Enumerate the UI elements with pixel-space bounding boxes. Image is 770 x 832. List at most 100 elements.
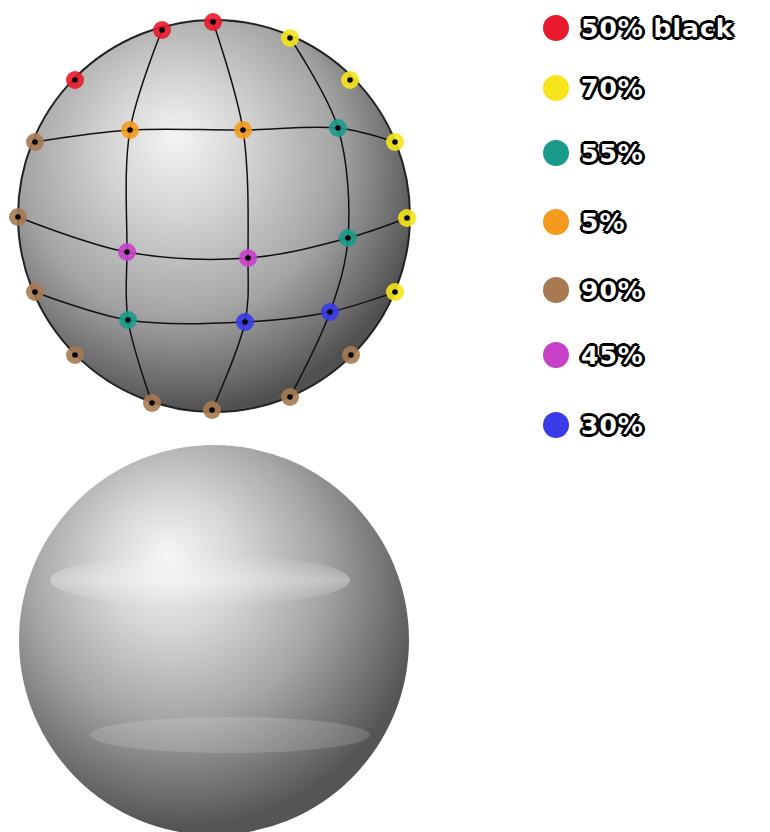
legend-swatch [543,412,569,438]
dot-center [240,127,246,133]
dot-center [124,249,130,255]
legend-label: 5% [581,208,625,237]
value-dot [203,401,221,419]
dot-ring [239,249,257,267]
grid-line [126,30,162,403]
dot-ring [26,133,44,151]
dot-ring [398,209,416,227]
dot-center [404,215,410,221]
legend-item: 30% [543,410,644,440]
dot-center [347,77,353,83]
dot-center [392,139,398,145]
value-dots [9,13,416,419]
value-dot [121,121,139,139]
legend-label: 45% [581,341,644,370]
dot-center [127,127,133,133]
legend-label: 50% black [581,14,733,43]
plain-sphere [19,445,409,832]
dot-ring [321,303,339,321]
dot-center [392,289,398,295]
value-dot [398,209,416,227]
dot-ring [66,346,84,364]
legend-swatch [543,15,569,41]
dot-center [209,407,215,413]
gridded-sphere [18,20,410,412]
legend-item: 50% black [543,13,733,43]
dot-ring [329,119,347,137]
dot-center [210,19,216,25]
dot-center [15,214,21,220]
legend-swatch [543,342,569,368]
legend-swatch [543,277,569,303]
dot-ring [281,29,299,47]
dot-ring [9,208,27,226]
dot-ring [386,133,404,151]
value-dot [26,283,44,301]
dot-center [32,289,38,295]
dot-ring [339,229,357,247]
legend-swatch [543,140,569,166]
dot-center [287,35,293,41]
dot-ring [204,13,222,31]
value-dot [66,346,84,364]
dot-ring [119,311,137,329]
legend-label: 30% [581,411,644,440]
legend-swatch [543,209,569,235]
value-dot [281,388,299,406]
dot-ring [153,21,171,39]
dot-ring [234,121,252,139]
legend-item: 45% [543,340,644,370]
legend-label: 70% [581,74,644,103]
dot-ring [236,313,254,331]
dot-ring [203,401,221,419]
dot-ring [118,243,136,261]
dot-center [287,394,293,400]
dot-center [242,319,248,325]
value-dot [236,313,254,331]
dot-center [345,235,351,241]
dot-center [327,309,333,315]
grid-line [212,22,248,410]
legend-label: 90% [581,276,644,305]
dot-center [149,400,155,406]
grid-line [290,38,349,397]
legend-item: 55% [543,138,644,168]
dot-ring [121,121,139,139]
dot-ring [341,71,359,89]
legend-item: 90% [543,275,644,305]
dot-ring [26,283,44,301]
value-dot [386,133,404,151]
value-dot [234,121,252,139]
dot-ring [281,388,299,406]
value-dot [329,119,347,137]
dot-center [72,77,78,83]
value-dot [386,283,404,301]
legend-item: 70% [543,73,644,103]
dot-ring [66,71,84,89]
grid-line [35,292,395,324]
dot-center [125,317,131,323]
value-dot [26,133,44,151]
value-dot [341,71,359,89]
dot-center [335,125,341,131]
reflected-light [90,717,370,753]
value-dot [204,13,222,31]
value-dot [153,21,171,39]
legend-swatch [543,75,569,101]
dot-center [32,139,38,145]
value-dot [9,208,27,226]
value-dot [119,311,137,329]
grid-lines [18,22,407,410]
dot-center [348,352,354,358]
dot-ring [342,346,360,364]
legend-item: 5% [543,207,625,237]
value-dot [281,29,299,47]
value-dot [339,229,357,247]
value-dot [143,394,161,412]
value-dot [342,346,360,364]
dot-center [72,352,78,358]
dot-center [159,27,165,33]
value-dot [321,303,339,321]
